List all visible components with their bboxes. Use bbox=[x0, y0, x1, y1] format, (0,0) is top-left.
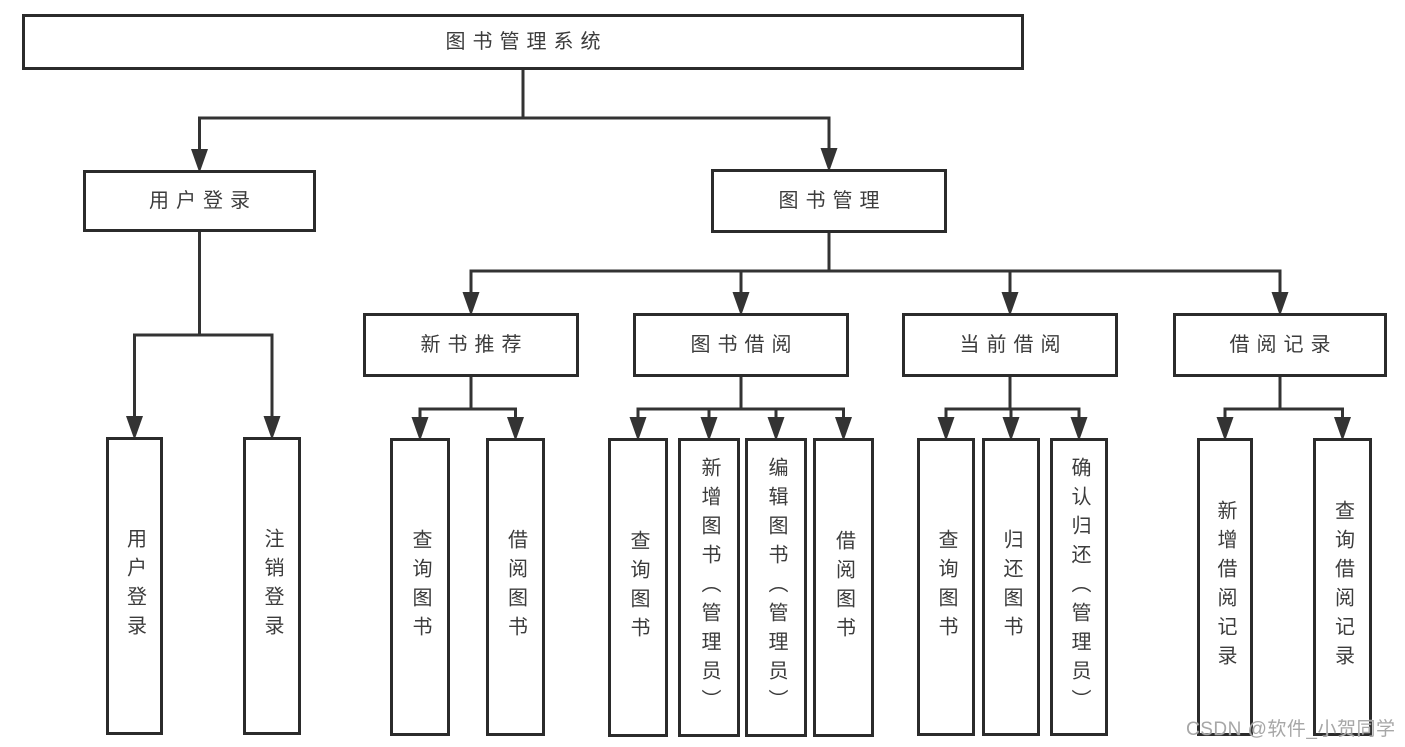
arrowhead-bbEdit bbox=[767, 417, 785, 441]
node-label-userLogin: 用户登录 bbox=[123, 528, 146, 644]
arrowhead-cbReturn bbox=[1002, 417, 1020, 441]
arrowhead-bookBorrow bbox=[732, 292, 750, 316]
arrowhead-nbBorrow bbox=[507, 417, 524, 441]
node-label-bookBorrow: 图书借阅 bbox=[690, 334, 799, 356]
arrowhead-recs bbox=[1271, 292, 1289, 316]
node-box-bbEdit: 编辑图书（管理员） bbox=[745, 438, 807, 737]
node-label-brQuery: 查询借阅记录 bbox=[1331, 500, 1354, 674]
node-box-root: 图书管理系统 bbox=[22, 14, 1024, 70]
node-label-bbEdit: 编辑图书（管理员） bbox=[765, 457, 787, 718]
node-box-cbReturn: 归还图书 bbox=[982, 438, 1040, 736]
node-label-bookMgmt: 图书管理 bbox=[778, 190, 887, 212]
node-label-nbQuery: 查询图书 bbox=[409, 529, 431, 645]
node-label-bbQuery: 查询图书 bbox=[627, 529, 649, 646]
node-box-brAdd: 新增借阅记录 bbox=[1197, 438, 1253, 736]
node-box-cbQuery: 查询图书 bbox=[917, 438, 975, 736]
node-label-root: 图书管理系统 bbox=[445, 31, 608, 53]
arrowhead-nbQuery bbox=[411, 417, 429, 441]
arrowhead-bbAdd bbox=[700, 417, 718, 441]
node-box-curBorrow: 当前借阅 bbox=[902, 313, 1118, 377]
node-label-newRec: 新书推荐 bbox=[420, 334, 529, 356]
node-box-nbBorrow: 借阅图书 bbox=[486, 438, 545, 736]
node-label-bbBorrow: 借阅图书 bbox=[832, 529, 855, 646]
node-label-userGroup: 用户登录 bbox=[149, 190, 257, 212]
node-box-logout: 注销登录 bbox=[243, 437, 301, 735]
arrowhead-bbBorrow bbox=[835, 417, 852, 441]
arrowhead-cbConfirm bbox=[1070, 417, 1088, 441]
node-box-bbAdd: 新增图书（管理员） bbox=[678, 438, 740, 737]
node-box-cbConfirm: 确认归还（管理员） bbox=[1050, 438, 1108, 736]
node-label-recs: 借阅记录 bbox=[1229, 334, 1338, 356]
arrowhead-brAdd bbox=[1216, 417, 1234, 441]
arrowhead-brQuery bbox=[1334, 417, 1351, 441]
node-label-brAdd: 新增借阅记录 bbox=[1214, 500, 1236, 674]
node-label-cbReturn: 归还图书 bbox=[1000, 529, 1022, 645]
arrowhead-bookMgmt bbox=[820, 148, 838, 172]
node-box-bbQuery: 查询图书 bbox=[608, 438, 668, 737]
node-label-logout: 注销登录 bbox=[261, 528, 283, 644]
arrowhead-curBorrow bbox=[1001, 292, 1019, 316]
node-box-brQuery: 查询借阅记录 bbox=[1313, 438, 1372, 736]
node-box-userLogin: 用户登录 bbox=[106, 437, 163, 735]
node-box-userGroup: 用户登录 bbox=[83, 170, 316, 232]
csdn-watermark: CSDN @软件_小贺同学 bbox=[1186, 719, 1396, 740]
node-box-bookMgmt: 图书管理 bbox=[711, 169, 947, 233]
node-box-nbQuery: 查询图书 bbox=[390, 438, 450, 736]
arrowhead-newRec bbox=[462, 292, 480, 316]
node-label-nbBorrow: 借阅图书 bbox=[504, 529, 527, 645]
node-label-cbConfirm: 确认归还（管理员） bbox=[1068, 456, 1090, 718]
arrowhead-bbQuery bbox=[629, 417, 647, 441]
node-label-cbQuery: 查询图书 bbox=[935, 529, 957, 645]
node-box-bookBorrow: 图书借阅 bbox=[633, 313, 849, 377]
node-label-bbAdd: 新增图书（管理员） bbox=[698, 457, 720, 718]
node-label-curBorrow: 当前借阅 bbox=[959, 334, 1068, 356]
arrowhead-logout bbox=[263, 416, 281, 440]
node-box-recs: 借阅记录 bbox=[1173, 313, 1387, 377]
arrowhead-cbQuery bbox=[937, 417, 955, 441]
arrowhead-userLogin bbox=[126, 416, 143, 440]
node-box-bbBorrow: 借阅图书 bbox=[813, 438, 874, 737]
arrowhead-userGroup bbox=[191, 149, 208, 173]
node-box-newRec: 新书推荐 bbox=[363, 313, 579, 377]
